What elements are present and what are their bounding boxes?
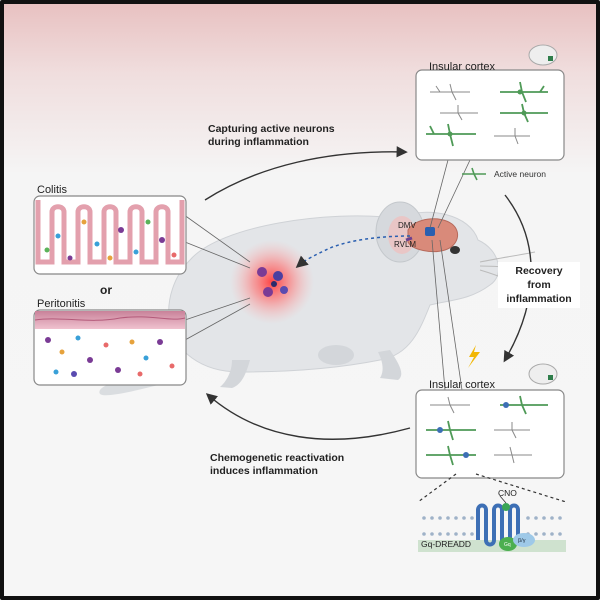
brain-illustration (405, 218, 459, 253)
chemogenetic-line-2: induces inflammation (210, 465, 318, 477)
dmv-label: DMV (398, 221, 416, 230)
inflammation-site (230, 240, 314, 324)
capturing-arrow (204, 146, 408, 201)
recovery-line-3: inflammation (506, 293, 572, 305)
insular-top-title: Insular cortex (429, 61, 496, 73)
cno-label: CNO (498, 488, 517, 498)
capturing-caption: Capturing active neurons during inflamma… (208, 123, 335, 149)
colitis-panel (33, 195, 187, 275)
rvlm-label: RVLM (394, 240, 416, 249)
insular-top-callout-line (429, 159, 449, 229)
colitis-title: Colitis (37, 184, 67, 196)
peritonitis-title: Peritonitis (37, 298, 86, 310)
lightning-icon (468, 345, 480, 368)
cno-molecule-icon (502, 503, 510, 511)
peritonitis-panel (33, 309, 187, 386)
recovery-line-2: from (527, 279, 551, 291)
chemogenetic-line-1: Chemogenetic reactivation (210, 452, 345, 464)
beta-gamma-label: β/γ (518, 538, 526, 544)
capturing-line-2: during inflammation (208, 136, 309, 148)
gq-protein-icon (499, 537, 517, 551)
insular-region-icon (425, 227, 435, 236)
recovery-caption: Recovery from inflammation (498, 262, 580, 308)
insular-top-panel (415, 69, 565, 161)
gq-label: Gq (504, 542, 511, 548)
dreadd-panel (418, 495, 566, 552)
capturing-line-1: Capturing active neurons (208, 123, 335, 135)
insular-bottom-panel (415, 389, 565, 479)
recovery-line-1: Recovery (515, 265, 563, 277)
peritonitis-callout-line (184, 297, 251, 321)
reactivation-arrow (205, 393, 411, 440)
chemogenetic-caption: Chemogenetic reactivation induces inflam… (210, 452, 344, 478)
insular-bottom-callout-line (439, 239, 463, 391)
neural-pathway-arrow (295, 235, 411, 268)
or-label: or (100, 283, 112, 297)
beta-gamma-protein-icon (513, 533, 535, 547)
gq-dreadd-label: Gq-DREADD (421, 539, 471, 549)
gq-dreadd-receptor (476, 503, 520, 547)
brain-slice-icon (528, 44, 558, 385)
active-neuron-label: Active neuron (494, 169, 546, 179)
active-neuron-legend-icon (462, 167, 486, 181)
insular-bottom-title: Insular cortex (429, 379, 496, 391)
colitis-callout-line (179, 211, 251, 263)
